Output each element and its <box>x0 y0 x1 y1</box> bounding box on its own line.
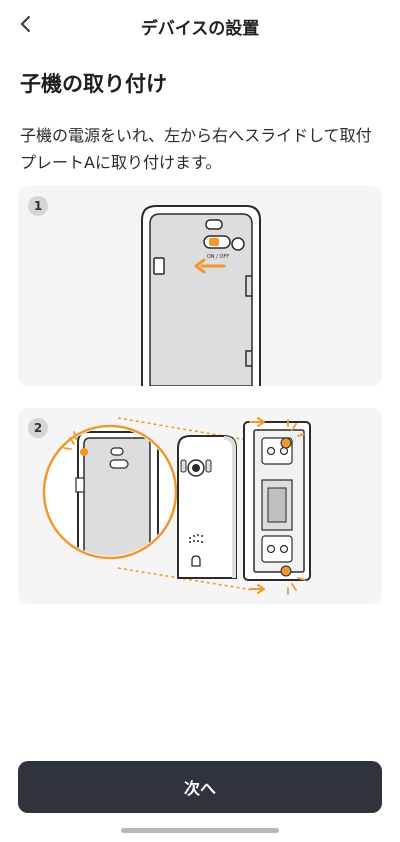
back-button[interactable] <box>12 10 40 38</box>
step-1-illustration: ON / OFF <box>141 205 261 386</box>
header-title: デバイスの設置 <box>140 19 260 39</box>
next-button[interactable]: 次へ <box>18 761 382 813</box>
chevron-left-icon <box>21 16 30 32</box>
instruction-text: 子機の電源をいれ、左から右へスライドして取付プレートAに取り付けます。 <box>20 126 372 172</box>
step-2-illustration <box>42 417 311 595</box>
step-2-card: 2 <box>18 408 382 604</box>
switch-label: ON / OFF <box>207 254 229 260</box>
home-indicator <box>121 828 279 833</box>
step-2-badge: 2 <box>28 418 48 438</box>
page-title: 子機の取り付け <box>20 72 167 96</box>
nav-header: デバイスの設置 <box>0 0 400 50</box>
step-1-badge: 1 <box>28 196 48 216</box>
step-1-card: ON / OFF 1 <box>18 186 382 386</box>
bell-icon <box>191 555 201 567</box>
